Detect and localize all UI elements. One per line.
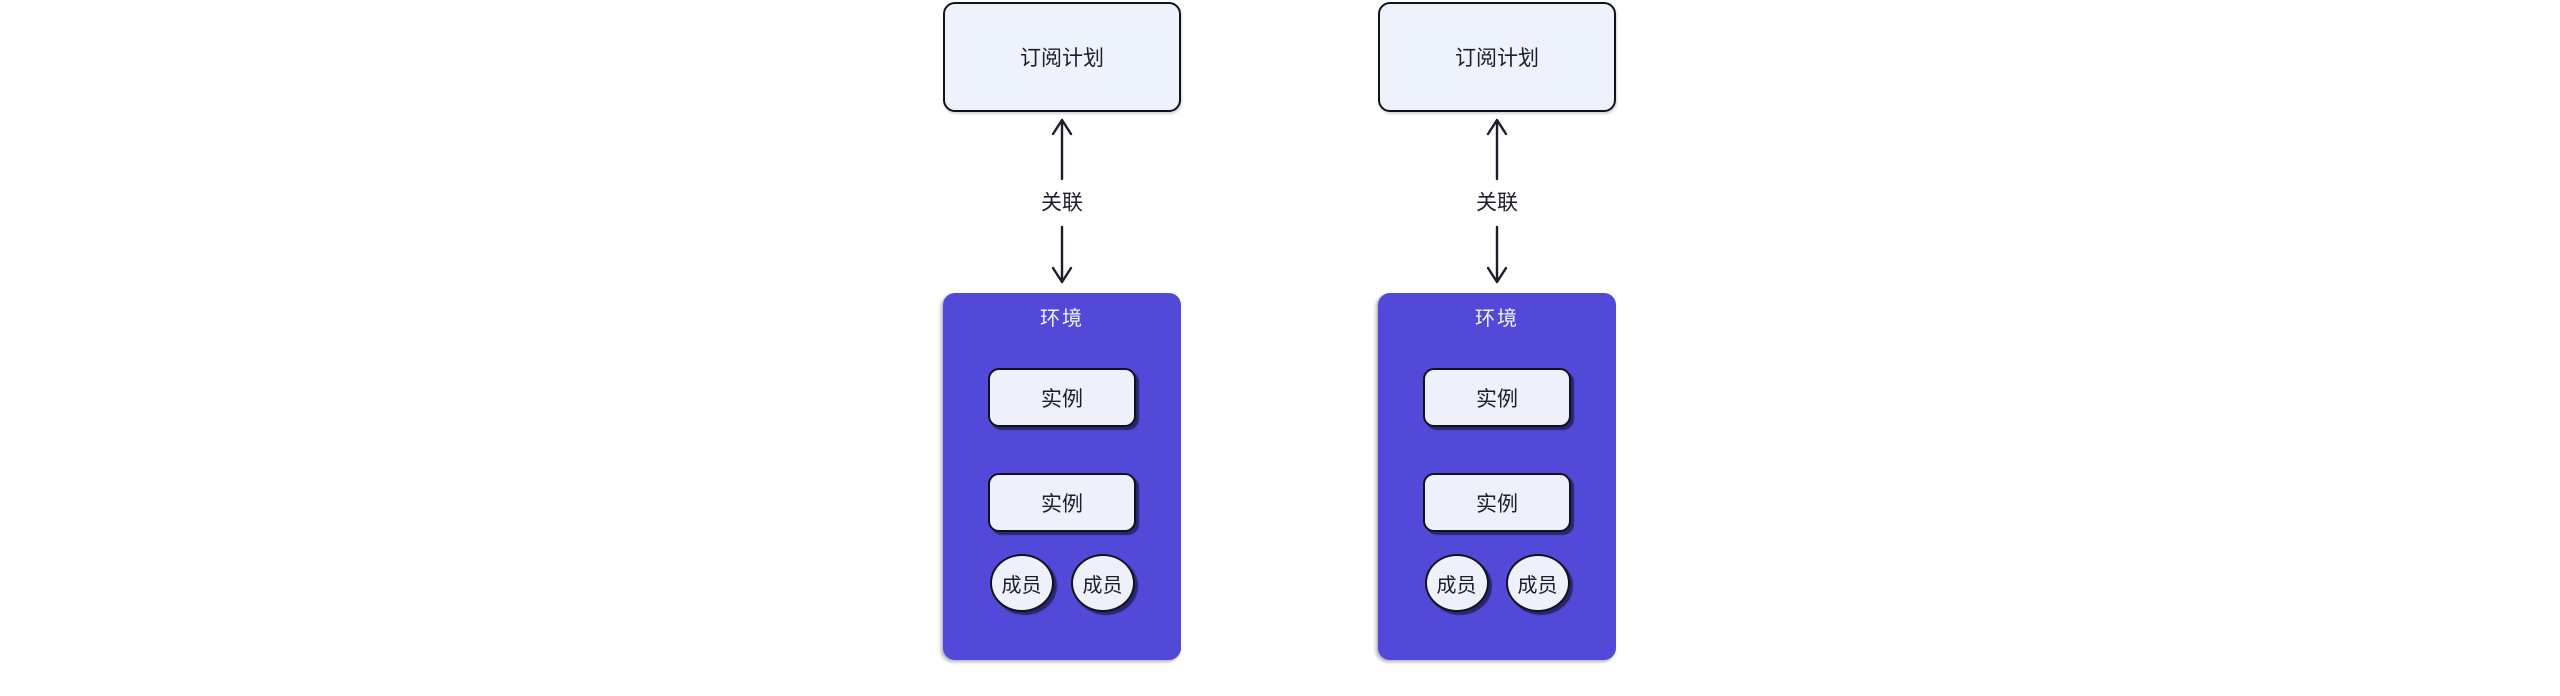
environment-title: 环境 bbox=[1040, 308, 1084, 330]
member-node: 成员 bbox=[1505, 554, 1570, 612]
instance-node: 实例 bbox=[1423, 368, 1571, 427]
instance-node: 实例 bbox=[988, 368, 1136, 427]
association-edge-label: 关联 bbox=[1474, 185, 1520, 216]
subscription-plan-node: 订阅计划 bbox=[943, 2, 1181, 112]
environment-title: 环境 bbox=[1475, 308, 1519, 330]
subscription-plan-node: 订阅计划 bbox=[1378, 2, 1616, 112]
member-node: 成员 bbox=[989, 554, 1054, 612]
association-edge: 关联 bbox=[1022, 113, 1102, 290]
subscription-plan-label: 订阅计划 bbox=[1455, 47, 1539, 70]
double-headed-arrow-icon bbox=[1486, 118, 1508, 284]
instance-node: 实例 bbox=[988, 473, 1136, 532]
member-node: 成员 bbox=[1424, 554, 1489, 612]
instance-node: 实例 bbox=[1423, 473, 1571, 532]
association-edge: 关联 bbox=[1457, 113, 1537, 290]
member-node: 成员 bbox=[1070, 554, 1135, 612]
diagram-column-1: 订阅计划 关联 环境 实例 实例 成员 成员 bbox=[943, 0, 1181, 696]
diagram-column-2: 订阅计划 关联 环境 实例 实例 成员 成员 bbox=[1378, 0, 1616, 696]
association-edge-label: 关联 bbox=[1039, 185, 1085, 216]
double-headed-arrow-icon bbox=[1051, 118, 1073, 284]
environment-node: 环境 实例 实例 成员 成员 bbox=[1378, 293, 1616, 660]
members-group: 成员 成员 bbox=[1378, 554, 1616, 612]
environment-node: 环境 实例 实例 成员 成员 bbox=[943, 293, 1181, 660]
subscription-plan-label: 订阅计划 bbox=[1020, 47, 1104, 70]
members-group: 成员 成员 bbox=[943, 554, 1181, 612]
